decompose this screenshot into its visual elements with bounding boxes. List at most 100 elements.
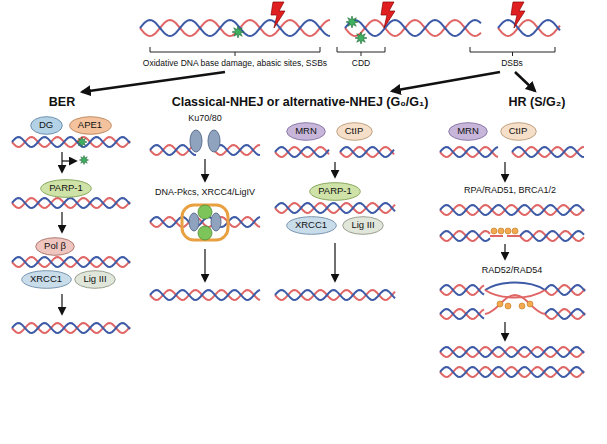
lightning-bolt (381, 2, 395, 28)
dna-strand (440, 147, 498, 157)
protein-name: Pol β (44, 241, 66, 252)
ku-protein (208, 130, 220, 152)
dna-strand (440, 309, 484, 319)
protein-ellipse: MRN (286, 122, 326, 141)
protein-name: XRCC1 (295, 220, 327, 231)
damage-label: CDD (352, 59, 370, 69)
dna-strand (545, 309, 585, 319)
dna-strand (214, 145, 260, 155)
dna-strand (440, 367, 584, 377)
protein-name: CtIP (345, 126, 363, 137)
step-arrow (61, 294, 62, 314)
ellipse-shape (41, 179, 92, 197)
d-loop-strand (485, 283, 545, 291)
damage-label: DSBs (501, 59, 523, 69)
dna-lesion (355, 32, 367, 44)
ellipse-shape (287, 122, 326, 140)
dna-strand (214, 145, 260, 155)
protein-name: Lig III (83, 274, 106, 285)
protein-ellipse: CtIP (500, 122, 537, 141)
ku-protein (189, 213, 199, 231)
dna-strand (150, 290, 260, 300)
damage-label: Oxidative DNA base damage, abasic sites,… (143, 59, 327, 69)
protein-name: XRCC1 (30, 274, 62, 285)
step-arrow (334, 162, 335, 177)
bracket (470, 47, 555, 56)
dna-lesion (346, 16, 358, 28)
dna-strand (12, 323, 130, 333)
step-arrow (61, 152, 62, 172)
step-arrow (504, 322, 505, 340)
protein-name: APE1 (78, 120, 102, 131)
ellipse-shape (336, 122, 372, 140)
dna-strand (440, 231, 490, 241)
dna-pk-complex (182, 205, 228, 240)
rpa-bead (519, 303, 525, 309)
protein-ellipse: Lig III (342, 216, 384, 235)
protein-label: RAD52/RAD54 (482, 265, 543, 275)
dna-strand (545, 285, 585, 295)
dna-strand (12, 257, 130, 267)
dna-strand (440, 231, 490, 241)
ellipse-shape (449, 122, 488, 140)
dna-lesion (232, 26, 244, 38)
pathway-arrow (82, 72, 225, 92)
protein-ellipse: CtIP (336, 122, 373, 141)
rpa-bead (505, 228, 511, 234)
dna-strand (440, 367, 584, 377)
pathway-heading: HR (S/G₂) (509, 95, 566, 109)
dna-strand (12, 137, 130, 147)
dna-strand (275, 290, 395, 300)
ellipse-shape (75, 270, 116, 288)
lightning-bolt (271, 2, 285, 28)
protein-ellipse: APE1 (69, 116, 112, 135)
protein-label: Ku70/80 (188, 113, 222, 123)
dna-strand (12, 198, 130, 208)
dna-strand (150, 145, 196, 155)
protein-ellipse: DG (30, 116, 63, 135)
dna-strand (545, 285, 585, 295)
step-arrow (504, 244, 505, 259)
dna-strand (440, 285, 484, 295)
d-loop-strand (485, 290, 545, 298)
step-arrow (334, 243, 335, 281)
step-arrow (62, 160, 76, 161)
pathway-heading: Classical-NHEJ or alternative-NHEJ (G₀/G… (172, 95, 429, 109)
ellipse-shape (310, 182, 361, 200)
dna-strand (440, 285, 484, 295)
step-arrow (504, 162, 505, 181)
ellipse-shape (69, 116, 111, 134)
ellipse-shape (286, 216, 336, 234)
dna-strand (440, 347, 584, 357)
protein-ellipse: XRCC1 (286, 216, 337, 235)
step-arrow (61, 212, 62, 232)
protein-name: PARP-1 (49, 183, 83, 194)
dna-strand (440, 147, 498, 157)
bracket (337, 47, 385, 56)
dna-strand (545, 309, 585, 319)
protein-name: MRN (295, 126, 317, 137)
rpa-bead (512, 228, 518, 234)
protein-ellipse: Lig III (74, 270, 116, 289)
pathway-arrow (392, 72, 500, 91)
step-arrow (204, 159, 205, 181)
dna-strand (275, 203, 395, 213)
dna-strand (275, 290, 395, 300)
protein-label: RPA/RAD51, BRCA1/2 (464, 185, 556, 195)
dna-strand (12, 137, 130, 147)
xrcc4-ligiv (198, 205, 212, 219)
dna-strand (498, 20, 560, 36)
protein-name: CtIP (509, 126, 527, 137)
dna-strand (512, 147, 584, 157)
protein-ellipse: PARP-1 (40, 179, 92, 198)
pathway-arrow (515, 72, 535, 91)
protein-ellipse: MRN (448, 122, 488, 141)
dna-strand (512, 147, 584, 157)
protein-ellipse: XRCC1 (21, 270, 72, 289)
ellipse-shape (30, 116, 62, 134)
dna-strand (275, 203, 395, 213)
dna-strand (275, 147, 329, 157)
rpa-bead (527, 301, 533, 307)
ku-protein (211, 213, 221, 231)
rpa-bead (498, 228, 504, 234)
